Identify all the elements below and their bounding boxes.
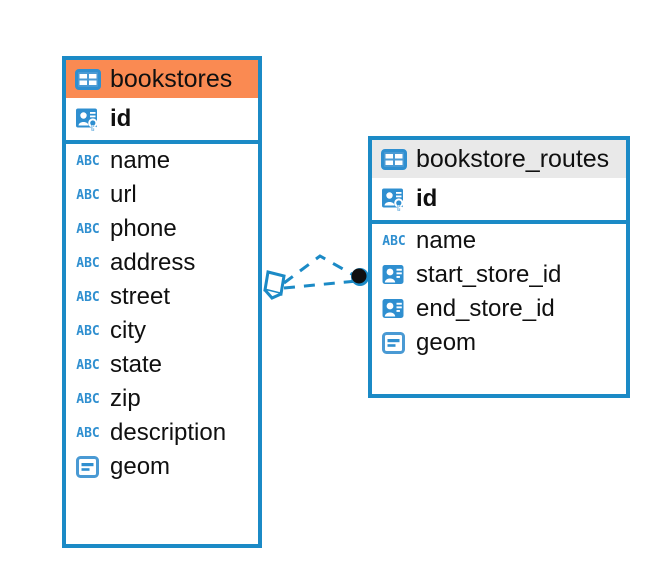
field-row-description[interactable]: ABC description: [66, 416, 258, 450]
field-row-geom[interactable]: geom: [66, 450, 258, 484]
field-row-city[interactable]: ABC city: [66, 314, 258, 348]
geometry-type-icon: [381, 330, 407, 356]
field-row-zip[interactable]: ABC zip: [66, 382, 258, 416]
relationship-line-lower: [283, 279, 358, 290]
text-type-icon: ABC: [76, 221, 100, 237]
field-label: url: [110, 181, 137, 209]
field-row-phone[interactable]: ABC phone: [66, 212, 258, 246]
text-type-icon: ABC: [76, 153, 100, 169]
entity-header: bookstores: [66, 60, 258, 98]
field-row-street[interactable]: ABC street: [66, 280, 258, 314]
field-row-geom[interactable]: geom: [372, 326, 626, 360]
entity-title: bookstore_routes: [416, 145, 610, 173]
field-label: start_store_id: [416, 261, 562, 289]
field-label: name: [416, 227, 477, 255]
field-list: ABC name start_store_id: [372, 224, 626, 360]
field-label: name: [110, 147, 171, 175]
field-label: zip: [110, 385, 141, 413]
field-row-name[interactable]: ABC name: [66, 144, 258, 178]
text-type-icon: ABC: [76, 289, 100, 305]
filled-circle-endpoint: [351, 268, 369, 286]
geometry-type-icon: [75, 454, 101, 480]
field-row-end-store-id[interactable]: end_store_id: [372, 292, 626, 326]
text-type-icon: ABC: [76, 357, 100, 373]
primary-key-icon: [75, 106, 101, 132]
field-label: description: [110, 419, 227, 447]
field-label: street: [110, 283, 171, 311]
field-row-primary-key[interactable]: id: [372, 178, 626, 220]
field-row-primary-key[interactable]: id: [66, 98, 258, 140]
table-icon: [381, 148, 407, 170]
field-label: state: [110, 351, 163, 379]
relationship-line-upper: [283, 254, 358, 285]
foreign-key-icon: [381, 297, 407, 321]
field-label: end_store_id: [416, 295, 555, 323]
field-row-start-store-id[interactable]: start_store_id: [372, 258, 626, 292]
crows-foot-diamond-endpoint: [263, 270, 286, 300]
field-row-url[interactable]: ABC url: [66, 178, 258, 212]
text-type-icon: ABC: [76, 255, 100, 271]
text-type-icon: ABC: [76, 323, 100, 339]
field-label: geom: [416, 329, 477, 357]
primary-key-divider: [66, 140, 258, 144]
table-icon: [75, 68, 101, 90]
field-label: address: [110, 249, 196, 277]
primary-key-icon: [381, 186, 407, 212]
entity-table-bookstores[interactable]: bookstores id: [62, 56, 262, 548]
entity-title: bookstores: [110, 65, 233, 93]
field-row-address[interactable]: ABC address: [66, 246, 258, 280]
field-label: geom: [110, 453, 171, 481]
field-label: city: [110, 317, 146, 345]
text-type-icon: ABC: [76, 425, 100, 441]
text-type-icon: ABC: [382, 233, 406, 249]
field-label: id: [416, 185, 438, 213]
primary-key-divider: [372, 220, 626, 224]
field-label: phone: [110, 215, 177, 243]
field-label: id: [110, 105, 132, 133]
field-row-name[interactable]: ABC name: [372, 224, 626, 258]
entity-table-bookstore-routes[interactable]: bookstore_routes id: [368, 136, 630, 398]
text-type-icon: ABC: [76, 391, 100, 407]
field-list: ABC name ABC url ABC phone ABC address A…: [66, 144, 258, 484]
foreign-key-icon: [381, 263, 407, 287]
text-type-icon: ABC: [76, 187, 100, 203]
field-row-state[interactable]: ABC state: [66, 348, 258, 382]
entity-header: bookstore_routes: [372, 140, 626, 178]
